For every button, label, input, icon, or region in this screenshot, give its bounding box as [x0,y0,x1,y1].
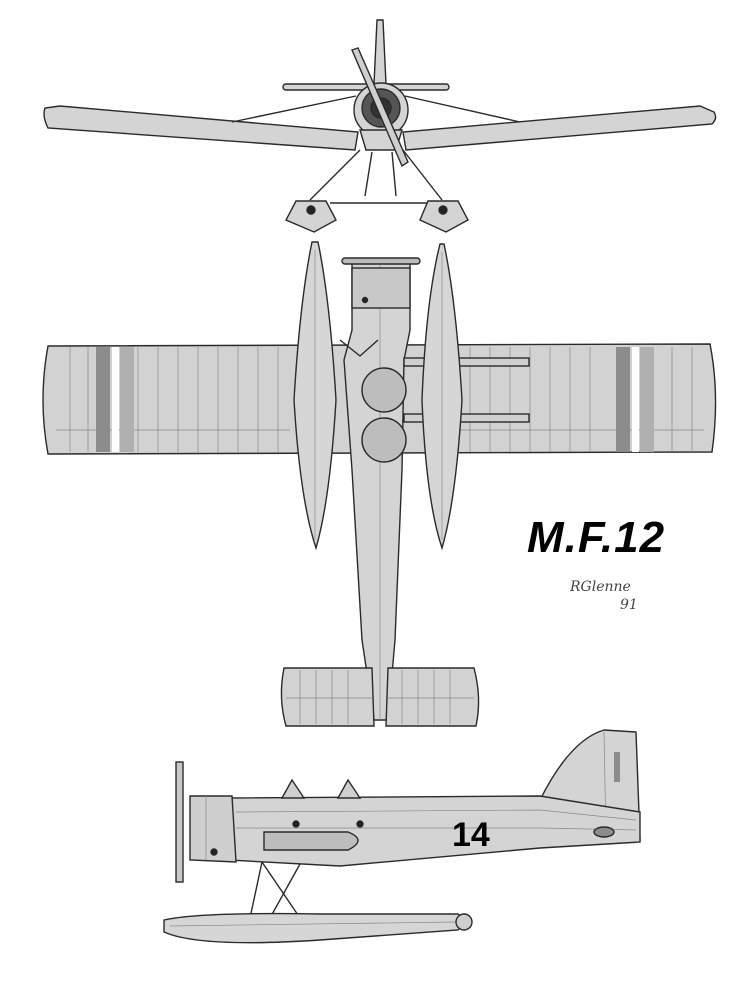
top-view-propeller [341,257,421,265]
top-view-cockpit-front [361,367,407,413]
side-view-windscreen-front [280,778,306,799]
top-view-tailplane [280,667,375,727]
top-view-cockpit-rear [361,417,407,463]
side-view-propeller [175,761,184,883]
front-view-float-right [419,200,469,233]
front-view-wing-right [402,105,717,151]
signature-year: 91 [620,597,638,613]
side-view-windscreen-rear [336,778,362,799]
front-view-wing-left [43,105,359,151]
aircraft-designation: M.F.12 [527,513,666,562]
front-view-float-left [285,200,337,233]
side-view-race-number: 14 [452,816,490,854]
wing-marking-left [96,347,110,452]
side-view-float [163,912,464,944]
front-view-strut-left [231,95,357,123]
wing-marking-right [616,347,630,452]
front-view-strut-right [404,95,521,123]
artist-signature: RGlenne 91 [570,578,680,628]
signature-name: RGlenne [570,579,631,595]
side-view-fuselage [227,795,641,867]
side-view-exhaust [263,831,359,851]
top-view-fuselage [343,261,411,721]
front-view [43,19,717,233]
top-view [42,241,717,727]
side-view-tail-roundel [593,826,615,838]
side-view [163,729,641,944]
front-view-propeller [351,47,409,168]
side-view-rudder-marking [614,752,620,782]
side-view-cowling [189,795,237,863]
front-view-fin [373,19,387,85]
